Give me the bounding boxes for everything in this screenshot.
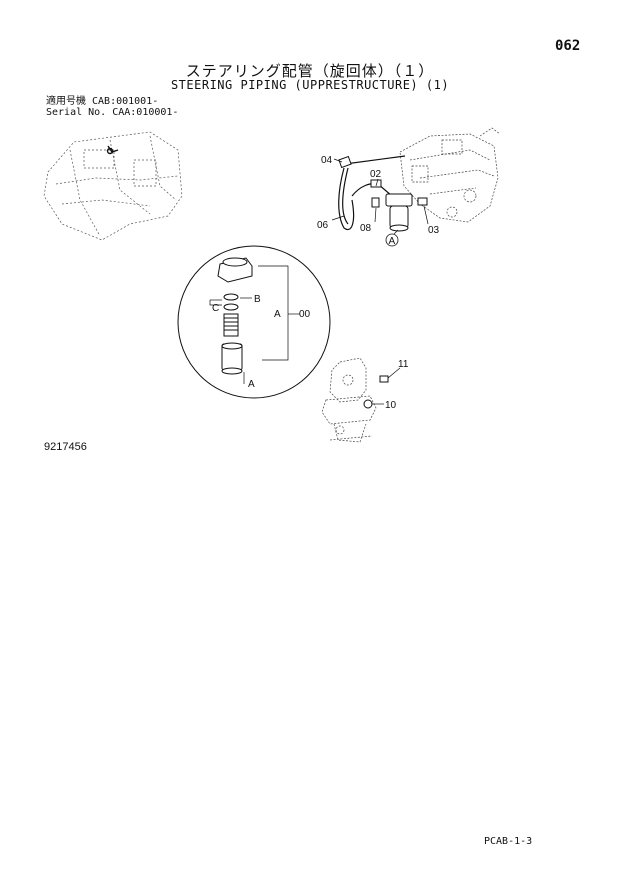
- filter-detail-parts: [217, 257, 253, 375]
- swivel-joint-sketch: [321, 357, 377, 443]
- callout-a-bottom: A: [248, 379, 255, 390]
- callout-a-circled: A: [389, 236, 396, 247]
- page-number: 062: [555, 38, 581, 54]
- callout-leaders: [331, 158, 429, 235]
- callout-a-side: A: [274, 309, 281, 320]
- callout-circle-a: [385, 233, 399, 247]
- overview-pipe-highlight: [106, 145, 119, 155]
- callout-06: 06: [317, 220, 329, 231]
- filter-detail-circle: [177, 245, 331, 399]
- serial-line-cab: 適用号機 CAB:001001-: [46, 96, 159, 107]
- callout-11: 11: [398, 359, 409, 370]
- swivel-leaders: [372, 367, 401, 405]
- callout-00: 00: [299, 309, 311, 320]
- filter-bracket-lines: [209, 265, 300, 384]
- footer-page-code: PCAB-1-3: [484, 836, 533, 847]
- callout-b: B: [254, 294, 261, 305]
- page-title-english: STEERING PIPING (UPPRESTRUCTURE) (1): [170, 78, 450, 92]
- hose-fittings: [338, 155, 428, 208]
- callout-10: 10: [385, 400, 397, 411]
- serial-line-caa: Serial No. CAA:010001-: [46, 107, 179, 118]
- serial-applicability: 適用号機 CAB:001001- Serial No. CAA:010001-: [46, 96, 178, 118]
- callout-02: 02: [370, 169, 382, 180]
- machine-overview-sketch: [43, 131, 183, 241]
- callout-08: 08: [360, 223, 372, 234]
- page-title-japanese: ステアリング配管（旋回体）（１）: [185, 62, 435, 80]
- callout-c: C: [212, 303, 219, 314]
- callout-03: 03: [428, 225, 440, 236]
- callout-04: 04: [321, 155, 333, 166]
- line-filter-part-a: [385, 193, 413, 232]
- pump-assembly-sketch: [399, 127, 501, 223]
- drawing-number: 9217456: [44, 441, 87, 453]
